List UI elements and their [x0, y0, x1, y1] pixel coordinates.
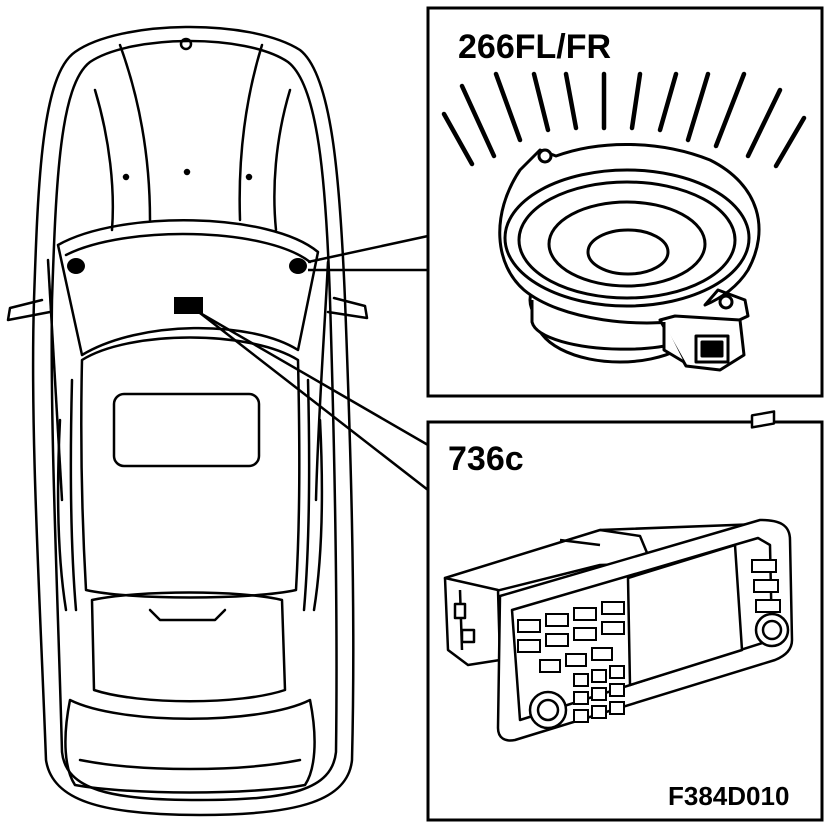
figure-code: F384D010	[668, 781, 789, 811]
speaker-right-marker	[289, 258, 307, 274]
car-top-view	[6, 25, 369, 817]
head-unit-marker	[174, 297, 203, 314]
trunk	[64, 698, 316, 794]
head-unit-buttons	[517, 559, 781, 723]
head-unit-display	[626, 543, 744, 687]
speaker-callout-label: 266FL/FR	[458, 28, 611, 66]
speaker-left-marker	[67, 258, 85, 274]
rear-window	[90, 591, 287, 703]
roof	[79, 336, 301, 599]
loudspeaker-icon	[498, 142, 761, 372]
sunroof	[112, 392, 261, 468]
windshield	[56, 219, 320, 357]
sound-rays	[441, 71, 807, 169]
right-mirror	[326, 296, 369, 320]
car-body-outline	[31, 25, 355, 817]
left-mirror	[6, 298, 52, 322]
head-unit-callout-label: 736c	[448, 440, 524, 478]
leader-lines	[199, 234, 429, 491]
